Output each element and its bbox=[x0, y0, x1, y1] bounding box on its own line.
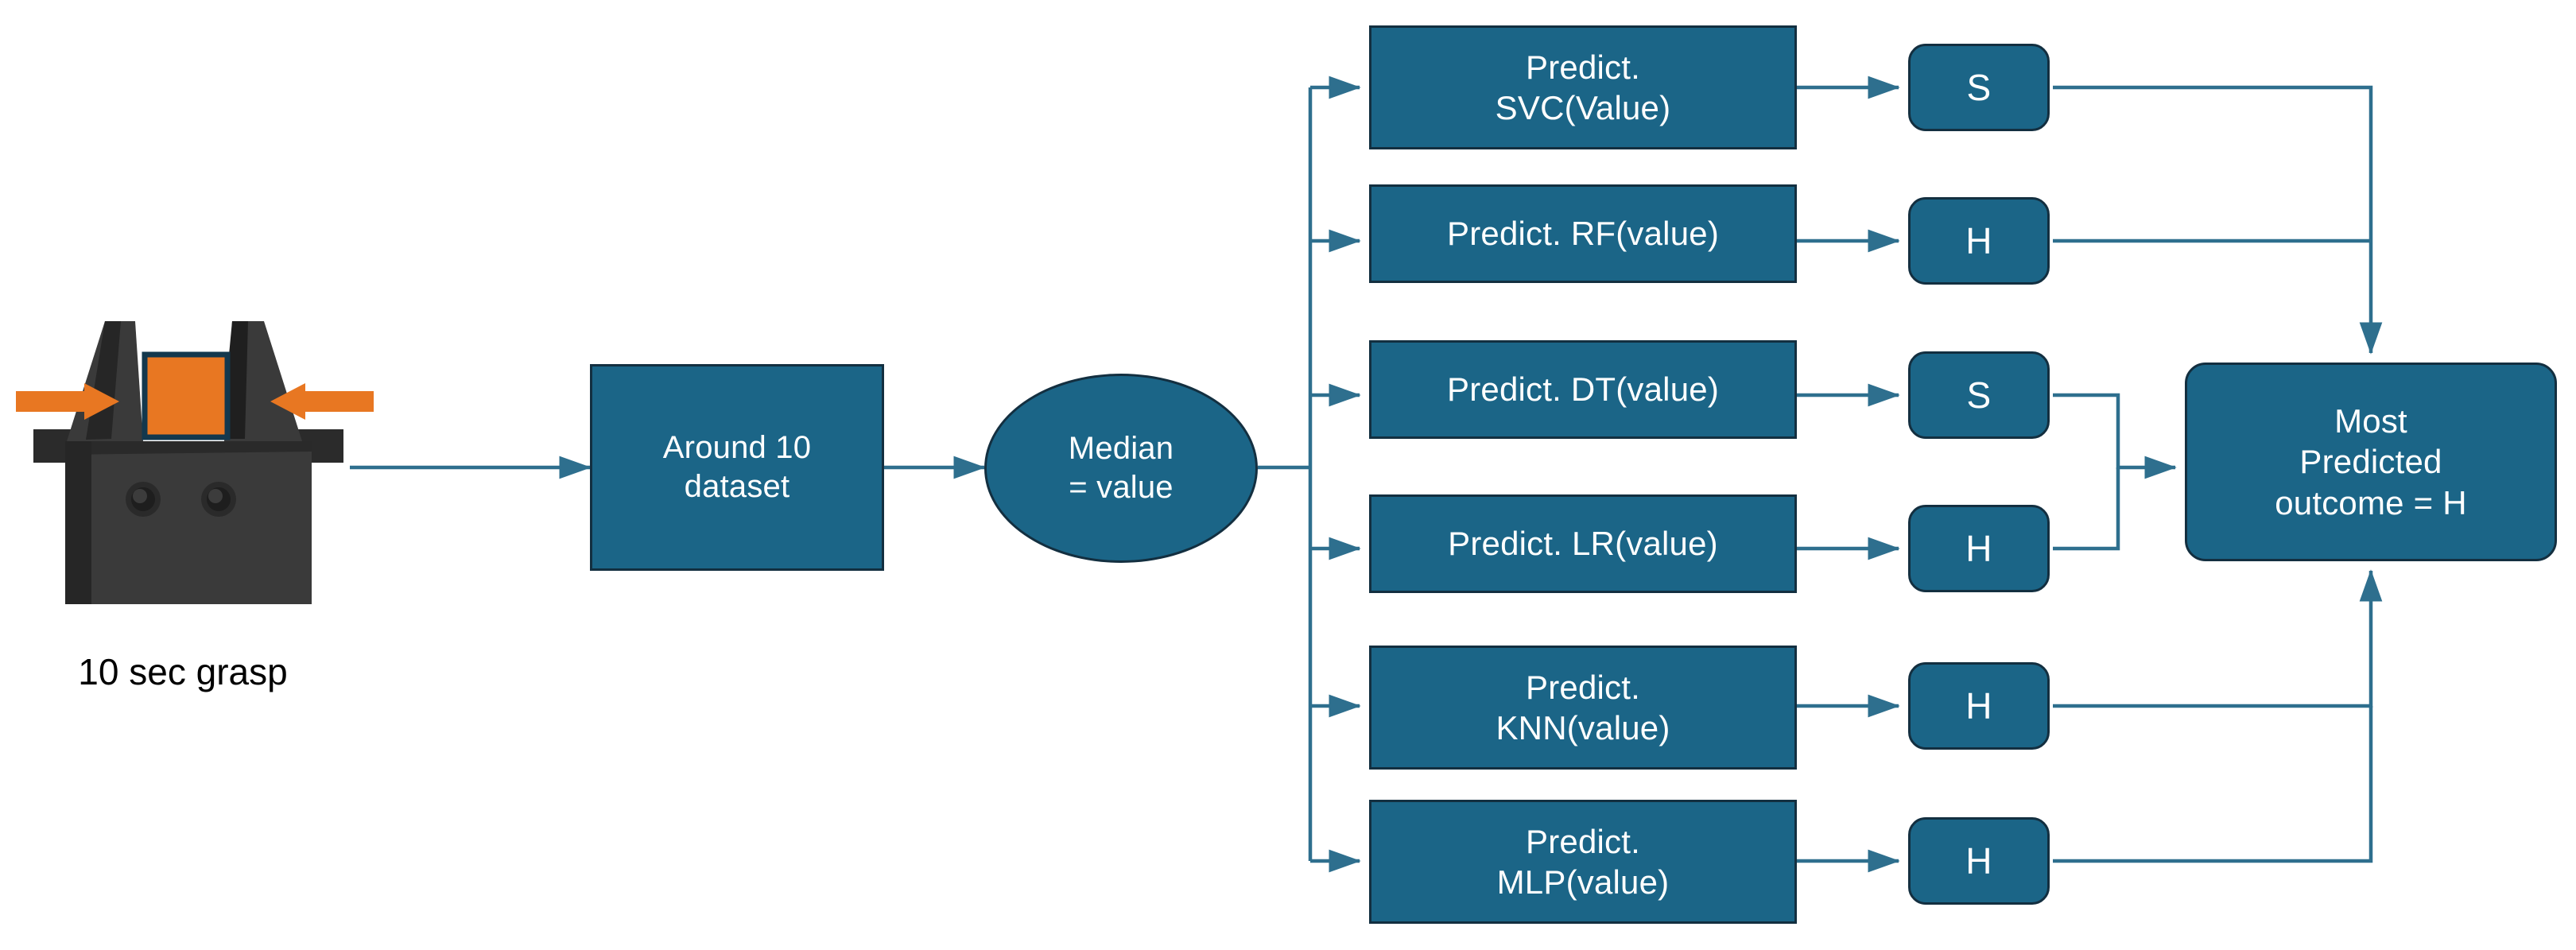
predict-box-svc[interactable]: Predict. SVC(Value) bbox=[1369, 25, 1797, 149]
grasp-caption: 10 sec grasp bbox=[78, 651, 288, 692]
outcome-node[interactable]: Most Predicted outcome = H bbox=[2185, 363, 2557, 561]
predict-box-lr-label: Predict. LR(value) bbox=[1448, 525, 1718, 563]
wire-chip-6-to-outcome bbox=[2053, 706, 2373, 863]
result-chip-dt[interactable]: S bbox=[1908, 351, 2050, 439]
result-chip-mlp-label: H bbox=[1965, 839, 1992, 882]
outcome-node-label: Most Predicted outcome = H bbox=[2275, 402, 2467, 522]
predict-box-svc-label: Predict. SVC(Value) bbox=[1495, 48, 1671, 126]
gripper-left-jaw-icon bbox=[67, 321, 143, 441]
result-chip-dt-label: S bbox=[1966, 374, 1992, 416]
result-chip-lr-label: H bbox=[1965, 527, 1992, 569]
gripper-illustration bbox=[16, 318, 374, 652]
predict-box-mlp[interactable]: Predict. MLP(value) bbox=[1369, 800, 1797, 924]
left-force-arrow-icon bbox=[16, 383, 119, 420]
predict-box-dt[interactable]: Predict. DT(value) bbox=[1369, 340, 1797, 439]
median-node[interactable]: Median = value bbox=[984, 374, 1258, 563]
result-chip-knn-label: H bbox=[1965, 684, 1992, 727]
result-chip-lr[interactable]: H bbox=[1908, 505, 2050, 592]
wire-chip-3-to-outcome bbox=[2053, 393, 2177, 479]
predict-box-rf-label: Predict. RF(value) bbox=[1446, 215, 1720, 253]
predict-box-knn[interactable]: Predict. KNN(value) bbox=[1369, 646, 1797, 770]
median-node-label: Median = value bbox=[1068, 431, 1174, 505]
wire-chip-1-to-outcome bbox=[2053, 85, 2383, 355]
predict-box-dt-label: Predict. DT(value) bbox=[1446, 370, 1720, 409]
result-chip-svc[interactable]: S bbox=[1908, 44, 2050, 131]
predict-box-mlp-label: Predict. MLP(value) bbox=[1496, 822, 1670, 901]
result-chip-mlp[interactable]: H bbox=[1908, 817, 2050, 905]
right-force-arrow-icon bbox=[270, 383, 374, 420]
dataset-node[interactable]: Around 10 dataset bbox=[590, 364, 884, 571]
wire-chip-4-to-outcome bbox=[2053, 467, 2120, 551]
dataset-node-label: Around 10 dataset bbox=[662, 430, 812, 504]
result-chip-svc-label: S bbox=[1966, 66, 1992, 108]
predict-box-lr[interactable]: Predict. LR(value) bbox=[1369, 494, 1797, 593]
gripper-right-jaw-icon bbox=[221, 321, 302, 441]
predict-box-knn-label: Predict. KNN(value) bbox=[1496, 668, 1670, 746]
result-chip-rf[interactable]: H bbox=[1908, 197, 2050, 285]
result-chip-rf-label: H bbox=[1965, 219, 1992, 262]
wire-chip-5-to-outcome bbox=[2053, 569, 2383, 708]
grasped-object-icon bbox=[142, 351, 231, 440]
predict-box-rf[interactable]: Predict. RF(value) bbox=[1369, 184, 1797, 283]
gripper-body-icon bbox=[33, 429, 343, 604]
result-chip-knn[interactable]: H bbox=[1908, 662, 2050, 750]
